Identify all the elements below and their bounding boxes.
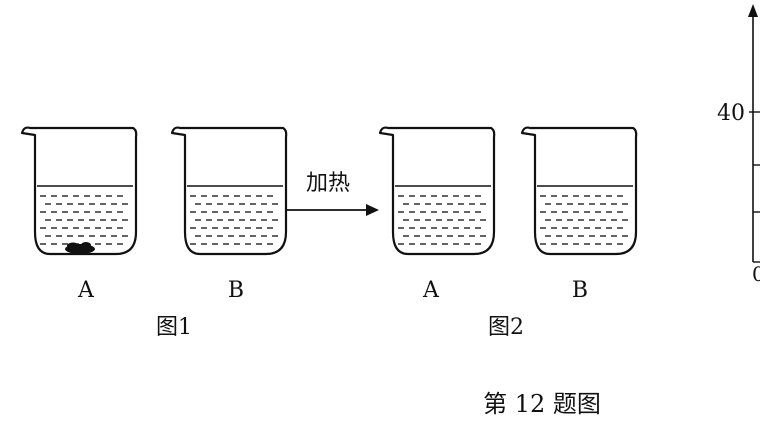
beaker-fig1-a (20, 126, 138, 256)
liquid-dashes-fig2-b (540, 195, 628, 245)
beaker-label-fig2-a: A (422, 278, 440, 303)
figure1-label: 图1 (156, 315, 192, 340)
beaker-fig2-b (520, 126, 638, 256)
liquid-dashes-fig1-b (190, 195, 278, 245)
beaker-label-fig1-b: B (228, 278, 244, 303)
beaker-fig2-a (378, 126, 496, 256)
y-tick-label-40: 40 (717, 101, 745, 126)
heating-arrow: 加热 (287, 171, 379, 216)
partial-graph: 40 0 (717, 4, 760, 286)
figure2-label: 图2 (488, 315, 524, 340)
heating-label: 加热 (306, 171, 350, 196)
beaker-fig1-b (170, 126, 288, 256)
liquid-dashes-fig1-a (40, 195, 128, 245)
sediment (65, 242, 95, 254)
origin-label: 0 (752, 262, 760, 286)
caption: 第 12 题图 (483, 390, 601, 418)
beaker-label-fig2-b: B (572, 278, 588, 303)
liquid-dashes-fig2-a (398, 195, 486, 245)
beaker-label-fig1-a: A (77, 278, 95, 303)
